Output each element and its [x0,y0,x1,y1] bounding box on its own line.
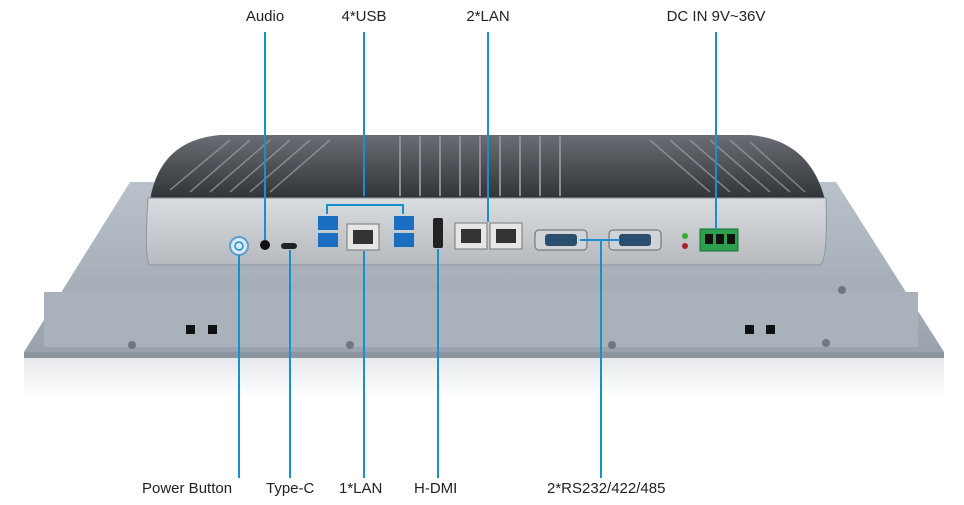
hdmi-label: H-DMI [414,480,458,497]
dc-in-label: DC IN 9V~36V [666,8,766,25]
audio-jack [260,240,270,250]
lan1-port [346,223,380,251]
lan1-label: 1*LAN [339,480,383,497]
lan2-label: 2*LAN [466,8,510,25]
usb-label: 4*USB [341,8,387,25]
hdmi-port [433,218,443,248]
usb-ports [318,216,414,247]
status-leds [682,233,688,249]
type-c-port [281,243,297,249]
power-button-port [229,236,249,256]
leader-usb-bracket [326,204,404,214]
audio-label: Audio [245,8,285,25]
power-button-label: Power Button [142,480,233,497]
lan2-ports [454,222,523,250]
type-c-label: Type-C [266,480,315,497]
dc-in-connector [699,228,739,252]
serial-label: 2*RS232/422/485 [547,480,666,497]
leader-lines [238,32,717,478]
